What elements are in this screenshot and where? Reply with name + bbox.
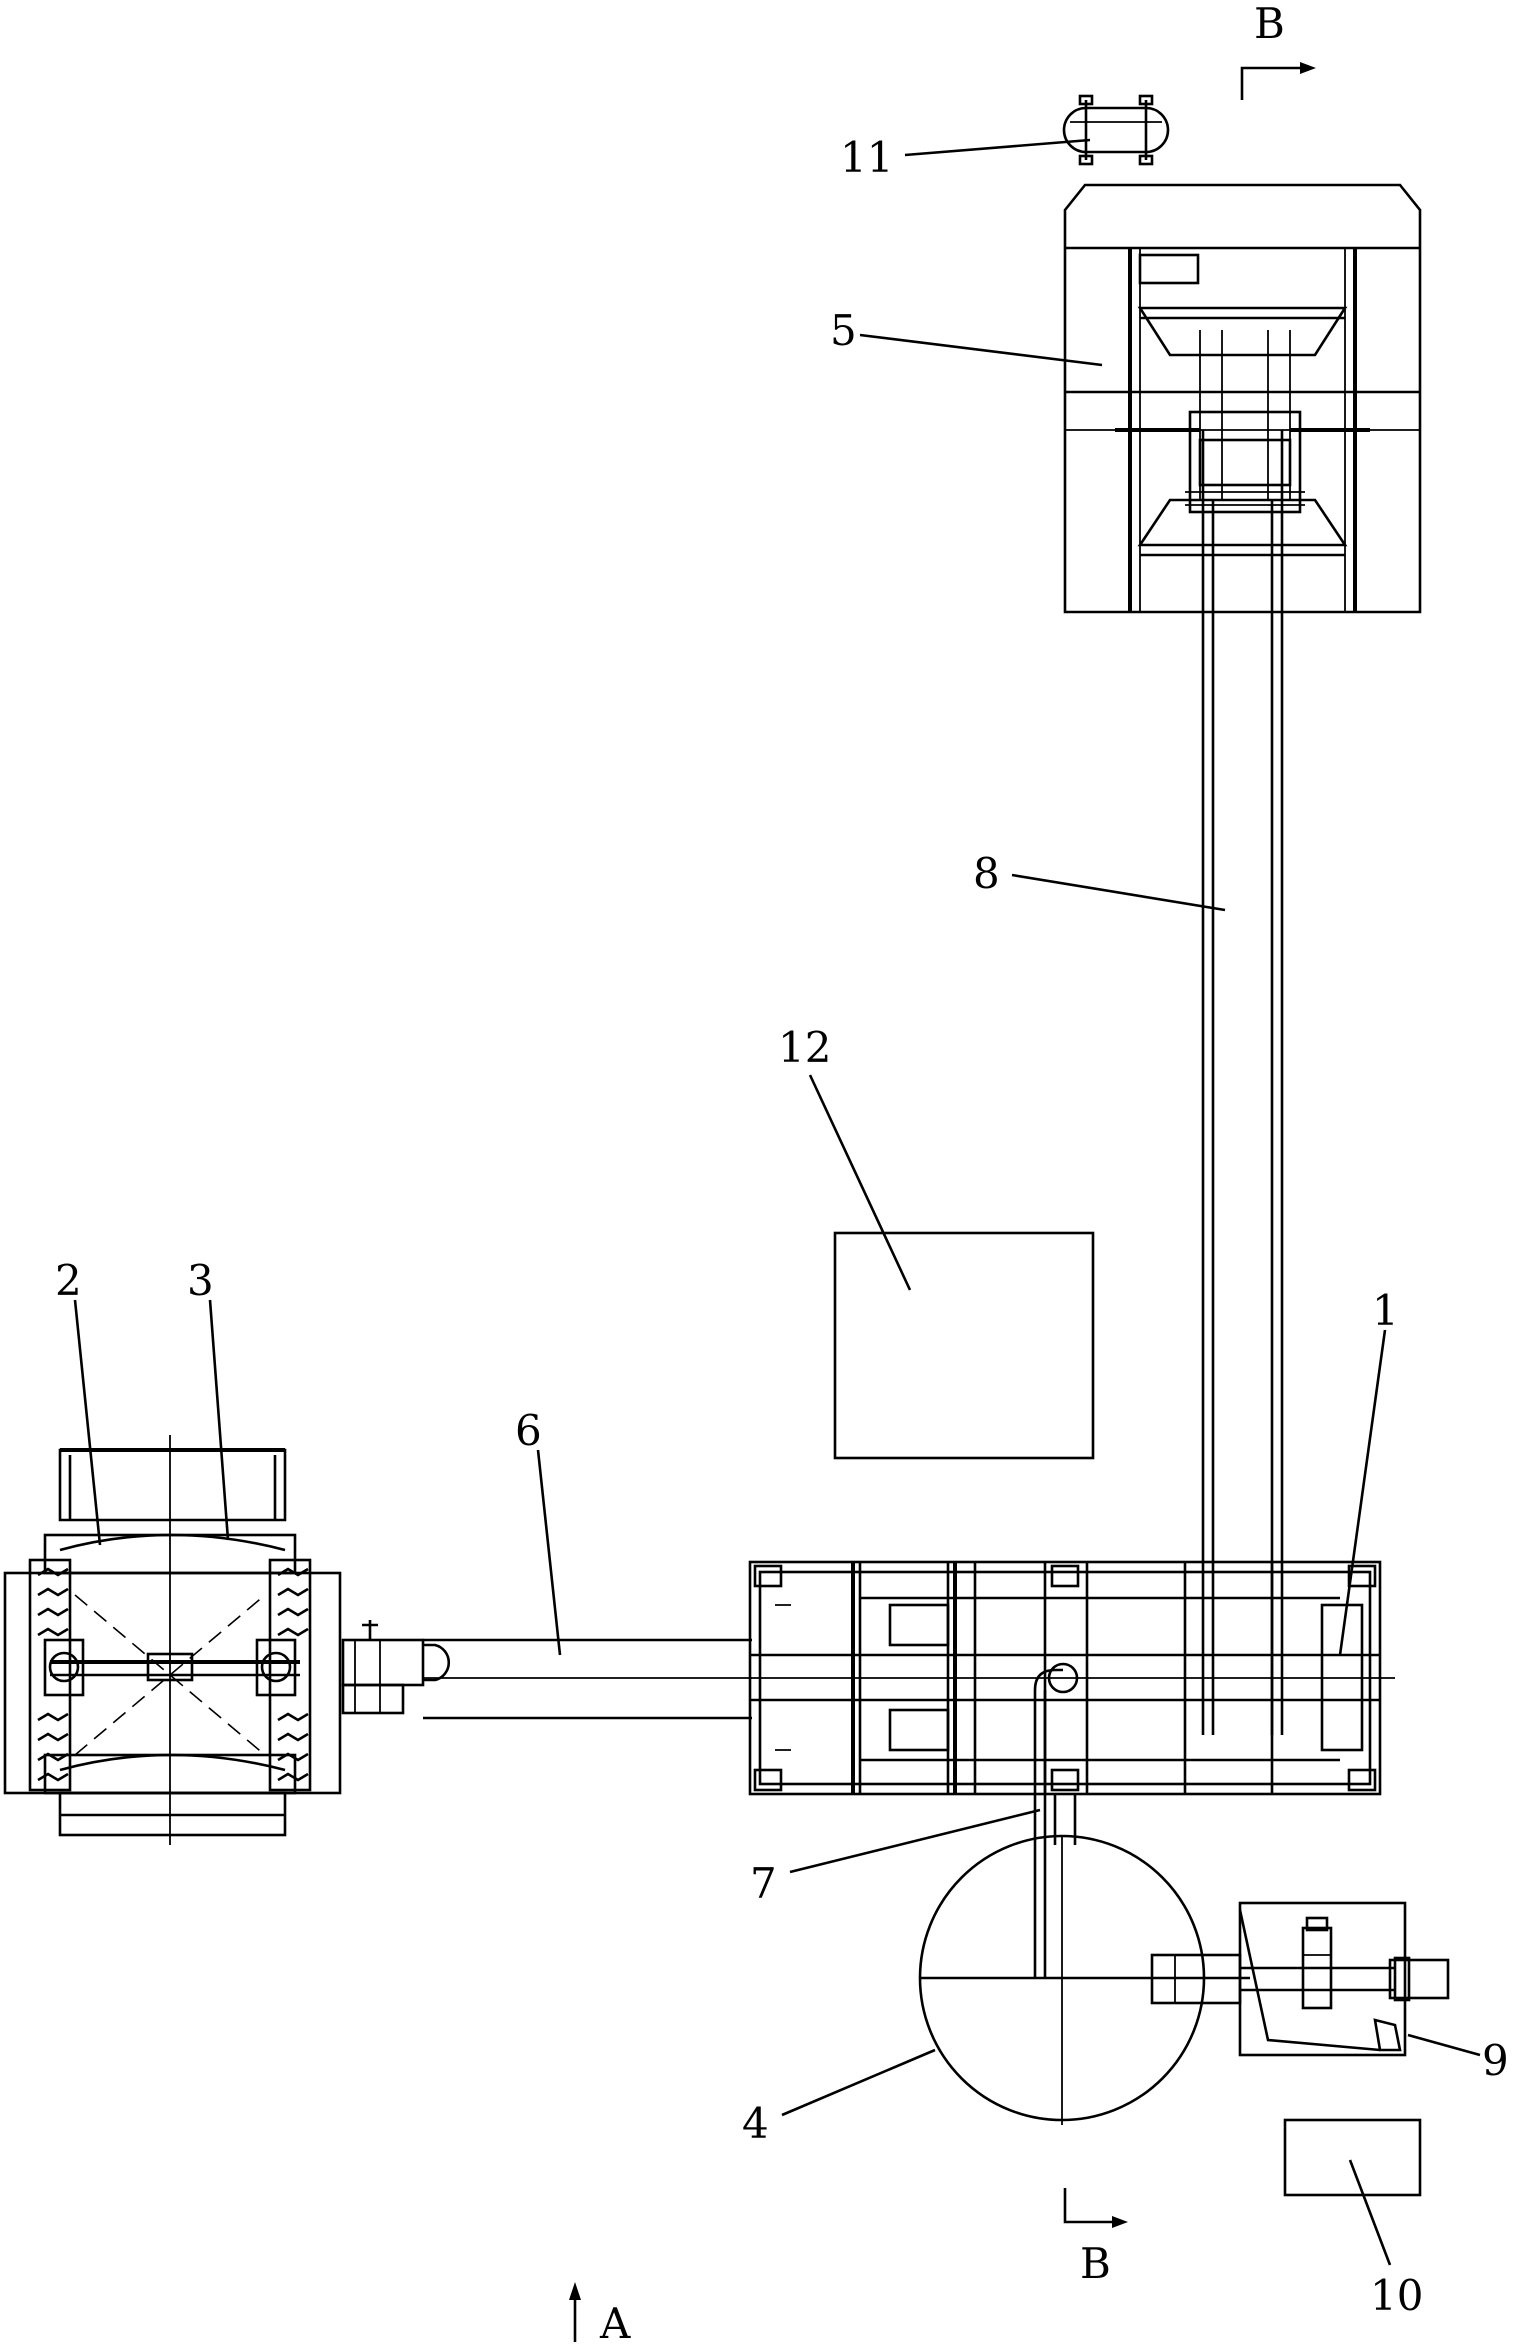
leader-2 — [73, 1299, 102, 1546]
component-8-vertical-conveyor — [1201, 430, 1284, 1735]
section-label-b-bottom: B — [1080, 2239, 1111, 2288]
leader-10 — [1348, 2159, 1392, 2266]
component-2-3-left-machine — [3, 1435, 342, 1845]
label-8: 8 — [973, 849, 1000, 898]
label-9: 9 — [1482, 2036, 1509, 2085]
label-10: 10 — [1370, 2271, 1423, 2320]
label-7: 7 — [750, 1859, 777, 1908]
section-label-b-top: B — [1254, 0, 1285, 48]
leader-6 — [536, 1449, 562, 1656]
leader-9 — [1407, 2033, 1481, 2057]
component-10-box — [1283, 2118, 1422, 2197]
label-2: 2 — [55, 1256, 82, 1305]
label-5: 5 — [830, 306, 857, 355]
label-12: 12 — [778, 1023, 831, 1072]
component-5-housing — [1063, 183, 1422, 614]
section-marker-b-top: B — [1240, 0, 1316, 100]
label-3: 3 — [187, 1256, 214, 1305]
label-4: 4 — [742, 2099, 769, 2148]
section-marker-b-bottom: B — [1063, 2188, 1128, 2288]
component-11-capsule — [1062, 94, 1170, 166]
leader-1 — [1338, 1329, 1387, 1656]
leader-5 — [859, 333, 1103, 367]
component-6-horizontal-conveyor — [423, 1638, 752, 1720]
leader-12 — [808, 1074, 912, 1291]
leader-4 — [781, 2048, 936, 2117]
leader-7 — [789, 1808, 1041, 1874]
drive-motor-left — [341, 1620, 451, 1715]
component-12-box — [833, 1231, 1095, 1460]
leader-8 — [1011, 873, 1226, 912]
label-1: 1 — [1372, 1286, 1399, 1335]
leader-3 — [208, 1299, 230, 1541]
view-label-a: A — [599, 2299, 631, 2345]
component-9-pump-unit — [1150, 1901, 1450, 2057]
leader-11 — [904, 138, 1091, 157]
view-arrow-a: A — [569, 2282, 631, 2345]
label-11: 11 — [840, 133, 893, 182]
component-1-main-frame — [748, 1560, 1395, 1796]
label-6: 6 — [515, 1406, 542, 1455]
component-7-chute — [1033, 1668, 1077, 1978]
component-4-circular-tank — [918, 1834, 1250, 2125]
